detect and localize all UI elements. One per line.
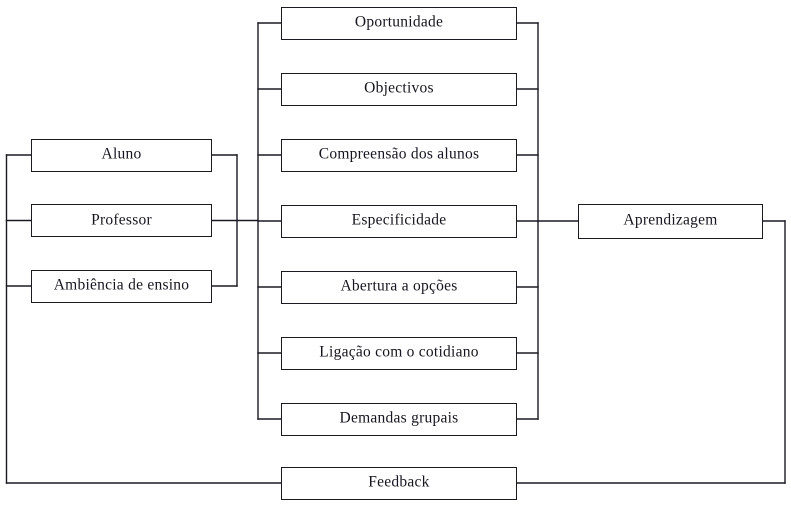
node-abertura-a-opcoes-label: Abertura a opções — [340, 277, 458, 295]
node-aluno-label: Aluno — [101, 145, 142, 163]
node-aprendizagem[interactable]: Aprendizagem — [578, 203, 763, 239]
node-oportunidade[interactable]: Oportunidade — [281, 6, 517, 40]
node-especificidade-label: Especificidade — [351, 211, 447, 229]
node-aprendizagem-label: Aprendizagem — [623, 211, 718, 229]
node-ambiencia-de-ensino-label: Ambiência de ensino — [53, 276, 190, 294]
node-compreensao-dos-alunos-label: Compreensão dos alunos — [318, 145, 480, 163]
node-especificidade[interactable]: Especificidade — [281, 204, 517, 238]
node-ligacao-com-o-cotidiano-label: Ligação com o cotidiano — [319, 343, 479, 361]
node-demandas-grupais-label: Demandas grupais — [339, 409, 459, 427]
node-ligacao-com-o-cotidiano[interactable]: Ligação com o cotidiano — [281, 336, 517, 370]
node-demandas-grupais[interactable]: Demandas grupais — [281, 402, 517, 436]
node-compreensao-dos-alunos[interactable]: Compreensão dos alunos — [281, 138, 517, 172]
node-objectivos-label: Objectivos — [364, 79, 434, 97]
node-feedback[interactable]: Feedback — [281, 466, 517, 500]
node-ambiencia-de-ensino[interactable]: Ambiência de ensino — [31, 269, 212, 303]
node-professor[interactable]: Professor — [31, 204, 212, 237]
node-oportunidade-label: Oportunidade — [354, 13, 444, 31]
node-feedback-label: Feedback — [368, 473, 430, 491]
node-abertura-a-opcoes[interactable]: Abertura a opções — [281, 270, 517, 304]
node-professor-label: Professor — [91, 211, 152, 229]
node-aluno[interactable]: Aluno — [31, 138, 212, 172]
node-objectivos[interactable]: Objectivos — [281, 72, 517, 106]
